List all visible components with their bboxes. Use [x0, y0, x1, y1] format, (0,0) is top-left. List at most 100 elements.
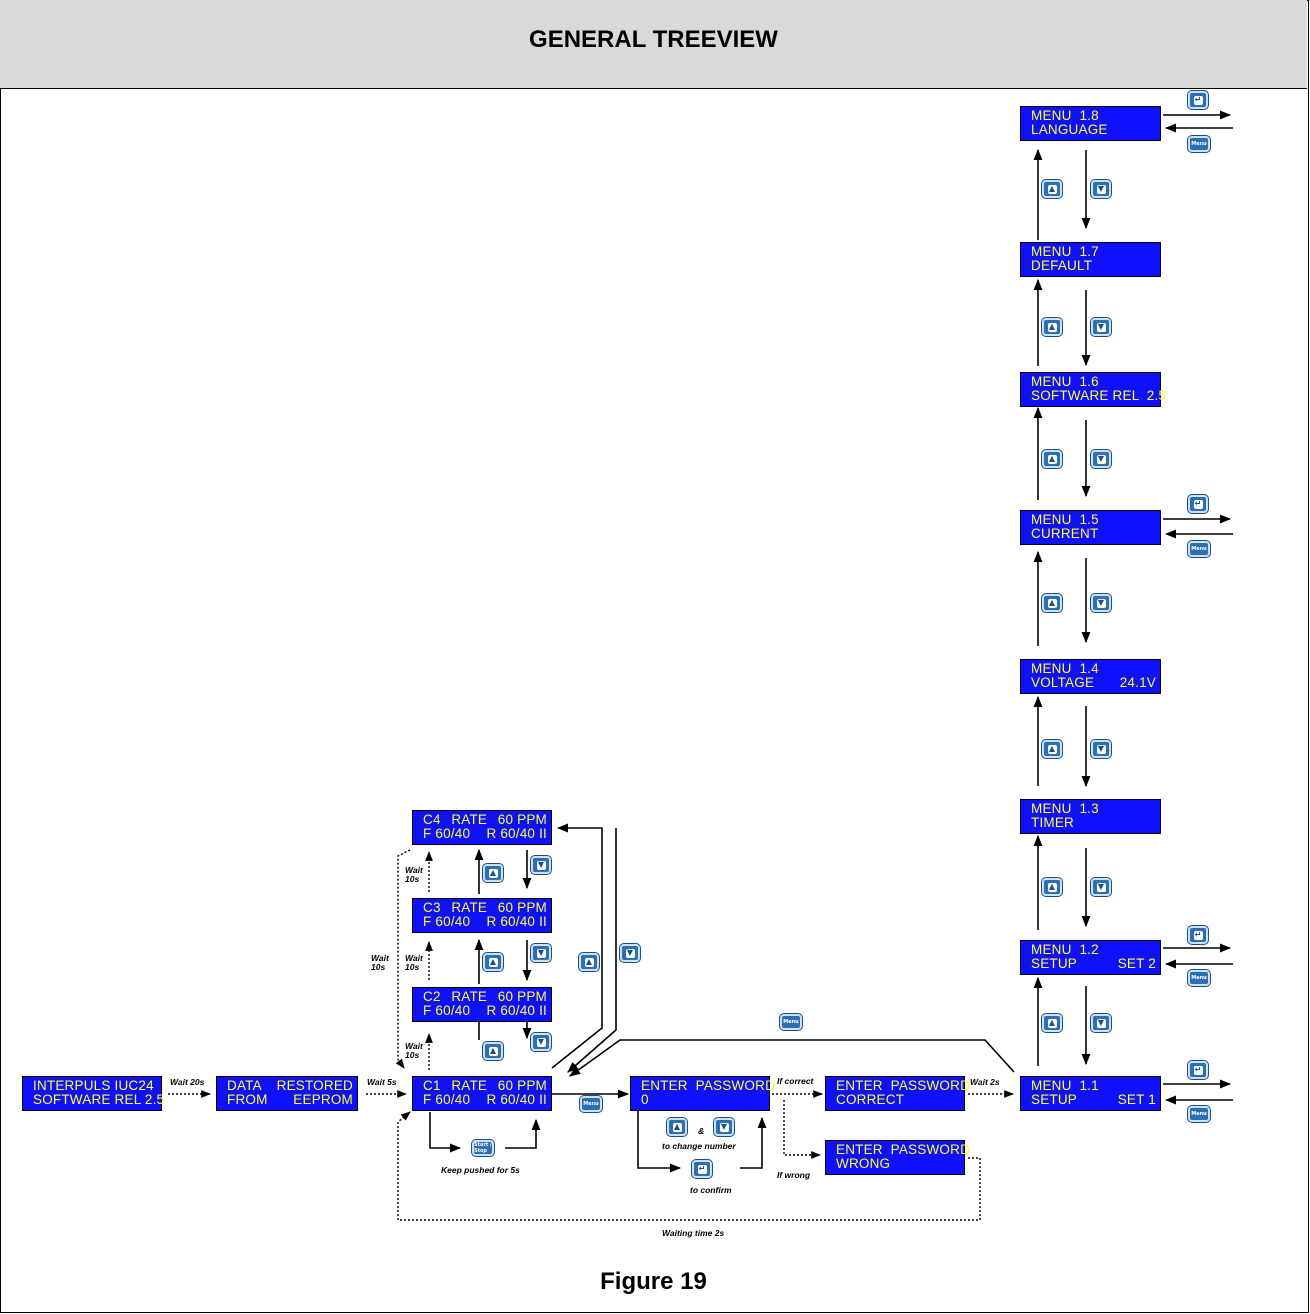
- lcd-line: R 60/40 II: [486, 914, 547, 929]
- lcd-line: RATE: [451, 1078, 488, 1093]
- arrow-down-key-icon[interactable]: ▼: [531, 856, 551, 874]
- lcd-line: ENTER PASSWORD: [836, 1142, 971, 1157]
- header-bar: GENERAL TREEVIEW: [0, 0, 1307, 89]
- enter-key-icon[interactable]: ↵: [1188, 1061, 1208, 1079]
- lcd-line: SOFTWARE REL 2.5: [1031, 388, 1167, 403]
- lcd-line: WRONG: [836, 1156, 891, 1171]
- lcd-line: EEPROM: [293, 1092, 353, 1107]
- arrow-up-key-icon[interactable]: ▲: [1042, 740, 1062, 758]
- arrow-up-key-icon[interactable]: ▲: [1042, 1014, 1062, 1032]
- arrow-up-key-icon[interactable]: ▲: [483, 953, 503, 971]
- lcd-line: R 60/40 II: [486, 1092, 547, 1107]
- note-wait-10s: Wait 10s: [405, 1041, 423, 1060]
- note-wait-20s: Wait 20s: [170, 1077, 205, 1087]
- note-wait-10s: Wait 10s: [405, 953, 423, 972]
- lcd-line: 60 PPM: [497, 989, 547, 1004]
- lcd-line: INTERPULS IUC24: [33, 1078, 154, 1093]
- and-label: &: [698, 1126, 705, 1136]
- lcd-line: R 60/40 II: [486, 826, 547, 841]
- arrow-up-key-icon[interactable]: ▲: [667, 1118, 687, 1136]
- menu-key-icon[interactable]: Menu: [580, 1096, 602, 1112]
- lcd-menu-1-6: MENU 1.6 SOFTWARE REL 2.5: [1020, 372, 1166, 407]
- lcd-line: LANGUAGE: [1031, 122, 1108, 137]
- page-title: GENERAL TREEVIEW: [529, 26, 778, 53]
- arrow-down-key-icon[interactable]: ▼: [531, 944, 551, 962]
- lcd-line: SETUP: [1031, 956, 1078, 971]
- arrow-up-key-icon[interactable]: ▲: [1042, 878, 1062, 896]
- note-waiting-time: Waiting time 2s: [662, 1228, 725, 1238]
- lcd-line: RATE: [451, 812, 488, 827]
- lcd-line: 60 PPM: [497, 812, 547, 827]
- arrow-down-key-icon[interactable]: ▼: [1091, 450, 1111, 468]
- arrow-up-key-icon[interactable]: ▲: [1042, 318, 1062, 336]
- menu-key-icon[interactable]: Menu: [1188, 136, 1210, 152]
- arrow-down-key-icon[interactable]: ▼: [714, 1118, 734, 1136]
- arrow-up-key-icon[interactable]: ▲: [1042, 450, 1062, 468]
- enter-key-icon[interactable]: ↵: [692, 1160, 712, 1178]
- lcd-line: DEFAULT: [1031, 258, 1093, 273]
- start-stop-key-icon[interactable]: Start / Stop: [472, 1140, 494, 1156]
- menu-key-icon[interactable]: Menu: [1188, 1106, 1210, 1122]
- menu-key-icon[interactable]: Menu: [1188, 970, 1210, 986]
- lcd-menu-1-4: MENU 1.4 VOLTAGE 24.1V: [1020, 659, 1161, 694]
- arrow-down-key-icon[interactable]: ▼: [1091, 740, 1111, 758]
- arrow-up-key-icon[interactable]: ▲: [579, 953, 599, 971]
- lcd-line: MENU 1.4: [1031, 661, 1099, 676]
- lcd-line: F 60/40: [423, 914, 471, 929]
- lcd-line: 24.1V: [1119, 675, 1156, 690]
- lcd-line: MENU 1.1: [1031, 1078, 1099, 1093]
- arrow-down-key-icon[interactable]: ▼: [1091, 594, 1111, 612]
- lcd-menu-1-8: MENU 1.8 LANGUAGE: [1020, 106, 1161, 141]
- note-wait-2s: Wait 2s: [970, 1077, 1000, 1087]
- arrow-down-key-icon[interactable]: ▼: [1091, 1014, 1111, 1032]
- lcd-line: 0: [641, 1092, 649, 1107]
- lcd-password-wrong: ENTER PASSWORD WRONG: [825, 1140, 970, 1175]
- arrow-up-key-icon[interactable]: ▲: [483, 864, 503, 882]
- arrow-up-key-icon[interactable]: ▲: [1042, 180, 1062, 198]
- note-if-wrong: If wrong: [777, 1170, 811, 1180]
- arrow-down-key-icon[interactable]: ▼: [1091, 878, 1111, 896]
- lcd-line: SETUP: [1031, 1092, 1078, 1107]
- lcd-line: MENU 1.6: [1031, 374, 1099, 389]
- arrow-down-key-icon[interactable]: ▼: [620, 944, 640, 962]
- lcd-line: MENU 1.2: [1031, 942, 1099, 957]
- enter-key-icon[interactable]: ↵: [1188, 91, 1208, 109]
- lcd-line: CURRENT: [1031, 526, 1099, 541]
- lcd-menu-1-7: MENU 1.7 DEFAULT: [1020, 242, 1161, 277]
- lcd-line: ENTER PASSWORD: [836, 1078, 971, 1093]
- note-if-correct: If correct: [777, 1076, 814, 1086]
- arrow-down-key-icon[interactable]: ▼: [531, 1033, 551, 1051]
- menu-key-icon[interactable]: Menu: [1188, 541, 1210, 557]
- menu-key-icon[interactable]: Menu: [780, 1014, 802, 1030]
- lcd-menu-1-3: MENU 1.3 TIMER: [1020, 799, 1161, 834]
- lcd-line: C1: [423, 1078, 441, 1093]
- enter-key-icon[interactable]: ↵: [1188, 495, 1208, 513]
- note-keep-pushed: Keep pushed for 5s: [441, 1165, 520, 1175]
- lcd-line: F 60/40: [423, 1003, 471, 1018]
- enter-key-icon[interactable]: ↵: [1188, 926, 1208, 944]
- note-change-number: to change number: [662, 1141, 736, 1151]
- lcd-line: RESTORED: [276, 1078, 353, 1093]
- lcd-line: MENU 1.7: [1031, 244, 1099, 259]
- note-wait-5s: Wait 5s: [367, 1077, 397, 1087]
- lcd-line: SET 1: [1117, 1092, 1156, 1107]
- lcd-line: F 60/40: [423, 826, 471, 841]
- arrow-down-key-icon[interactable]: ▼: [1091, 318, 1111, 336]
- arrow-up-key-icon[interactable]: ▲: [1042, 594, 1062, 612]
- note-wait-10s: Wait 10s: [405, 865, 423, 884]
- lcd-line: RATE: [451, 989, 488, 1004]
- arrow-up-key-icon[interactable]: ▲: [483, 1042, 503, 1060]
- lcd-line: F 60/40: [423, 1092, 471, 1107]
- lcd-startup: INTERPULS IUC24 SOFTWARE REL 2.5: [22, 1076, 164, 1111]
- lcd-line: ENTER PASSWORD: [641, 1078, 776, 1093]
- lcd-line: VOLTAGE: [1031, 675, 1095, 690]
- arrow-down-key-icon[interactable]: ▼: [1091, 180, 1111, 198]
- lcd-line: MENU 1.3: [1031, 801, 1099, 816]
